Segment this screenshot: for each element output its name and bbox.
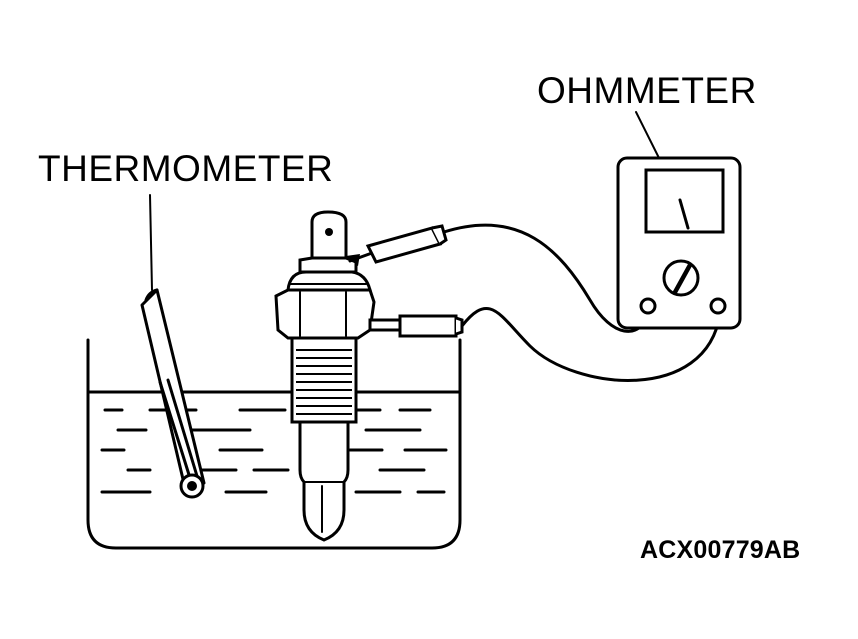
thermometer-label: THERMOMETER [38, 148, 334, 189]
ohmmeter [616, 111, 742, 330]
upper-test-lead [346, 223, 650, 333]
ohmmeter-label: OHMMETER [537, 70, 757, 111]
lower-test-lead [368, 307, 722, 382]
thermometer [140, 194, 206, 499]
figure-code: ACX00779AB [640, 536, 801, 564]
water-container [86, 338, 462, 550]
temperature-sensor [274, 210, 376, 542]
water-surface-lines [100, 408, 448, 494]
